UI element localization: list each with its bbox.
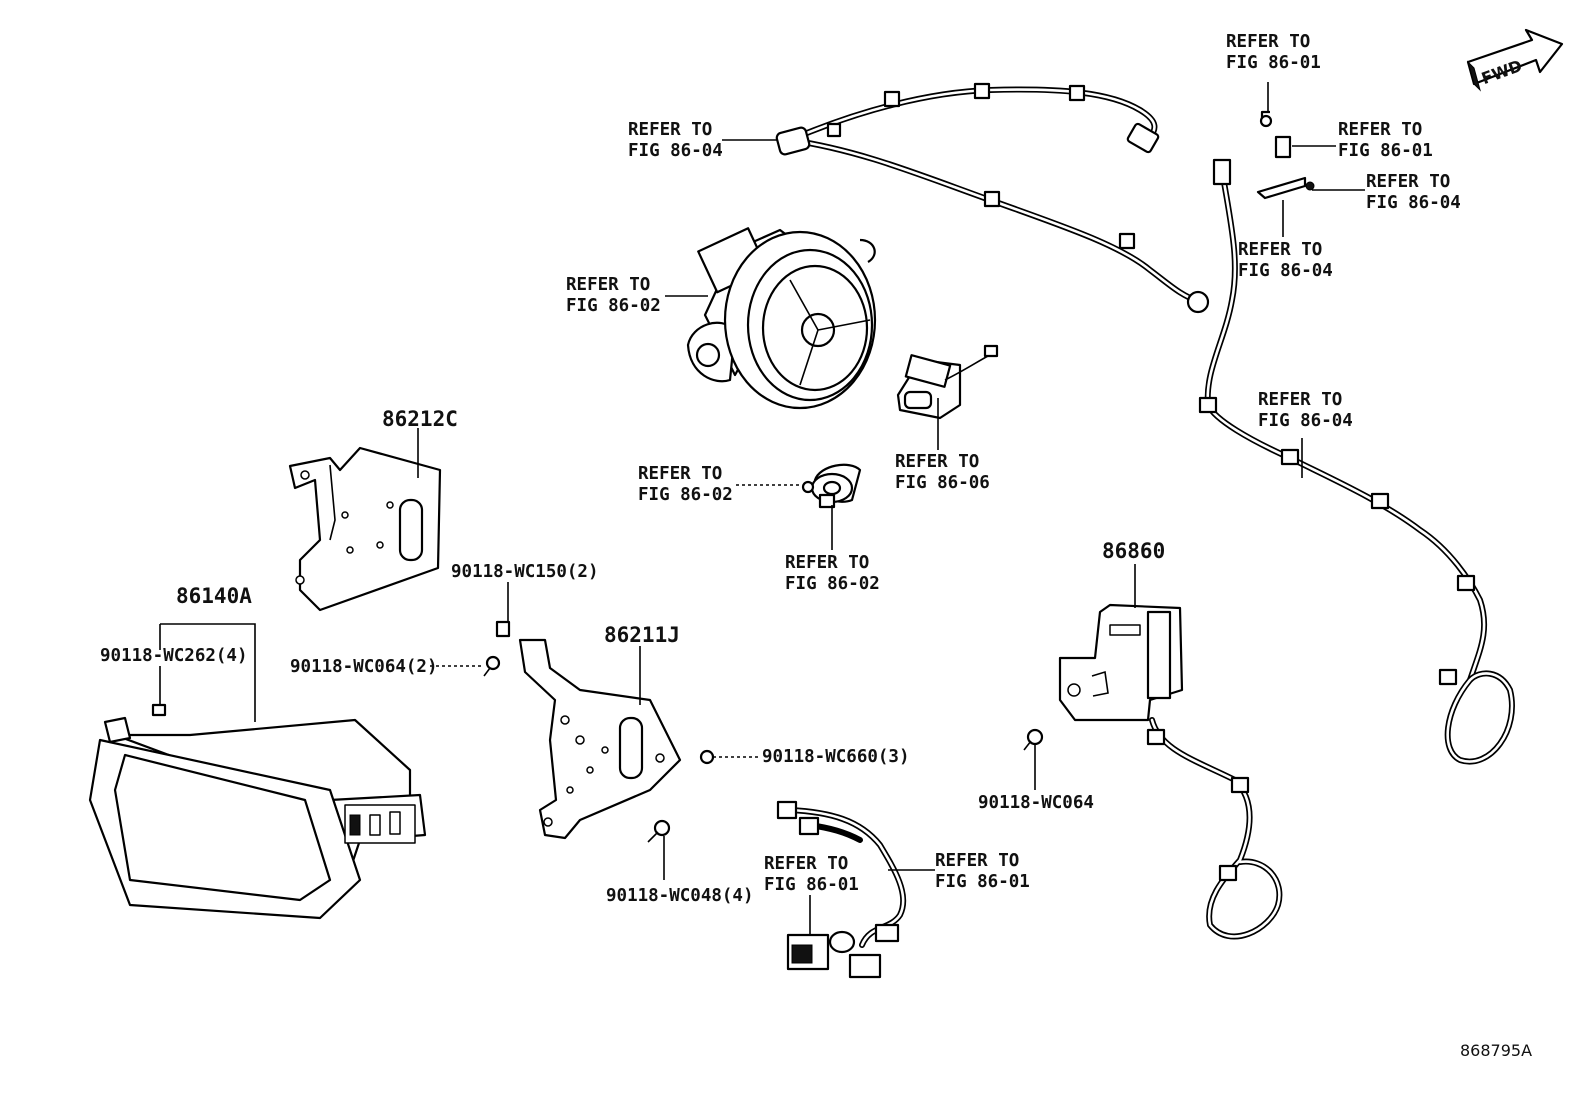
refer-right-harness: REFER TO FIG 86-04 [1258,390,1353,431]
clip-wc150 [495,620,511,638]
tweeter [801,463,862,509]
fasteners [151,620,1044,843]
fastener-label-wc064: 90118-WC064 [978,793,1094,813]
fig-ref-text: FIG 86-01 [1338,141,1433,161]
part-label-86212C: 86212C [382,407,458,431]
refer-tweeter-screw: REFER TO FIG 86-02 [638,464,733,505]
part-label-86860: 86860 [1102,539,1165,563]
refer-usb-right: REFER TO FIG 86-01 [935,851,1030,892]
leader-lines [159,82,1365,935]
display-unit-86140A [88,716,427,920]
camera-unit [896,344,999,420]
refer-speaker: REFER TO FIG 86-02 [566,275,661,316]
refer-to-text: REFER TO [785,553,869,573]
refer-to-text: REFER TO [935,851,1019,871]
right-wire-harness [1198,158,1515,765]
fastener-label-wc064-2: 90118-WC064(2) [290,657,438,677]
fig-ref-text: FIG 86-04 [1258,411,1353,431]
refer-camera: REFER TO FIG 86-06 [895,452,990,493]
refer-top-right-3: REFER TO FIG 86-04 [1366,172,1461,213]
refer-to-text: REFER TO [1338,120,1422,140]
fastener-label-wc048: 90118-WC048(4) [606,886,754,906]
lower-right-harness [1146,717,1283,940]
fig-ref-text: FIG 86-04 [1238,261,1333,281]
diagram-id: 868795A [1460,1041,1532,1060]
fastener-label-wc262: 90118-WC262(4) [100,646,248,666]
bracket-86211J [518,638,682,840]
refer-to-text: REFER TO [1226,32,1310,52]
clip-wc262 [151,703,167,717]
fig-ref-text: FIG 86-02 [566,296,661,316]
fig-ref-text: FIG 86-01 [764,875,859,895]
fig-ref-text: FIG 86-02 [638,485,733,505]
fig-ref-text: FIG 86-06 [895,473,990,493]
refer-to-text: REFER TO [764,854,848,874]
refer-top-right-1: REFER TO FIG 86-01 [1226,32,1321,73]
refer-to-text: REFER TO [1238,240,1322,260]
fastener-label-wc150: 90118-WC150(2) [451,562,599,582]
refer-tweeter: REFER TO FIG 86-02 [785,553,880,594]
bracket-86860 [1058,603,1184,722]
refer-to-text: REFER TO [1258,390,1342,410]
fig-ref-text: FIG 86-01 [935,872,1030,892]
part-label-86211J: 86211J [604,623,680,647]
top-right-clips [1256,110,1315,200]
refer-top-harness: REFER TO FIG 86-04 [628,120,723,161]
fig-ref-text: FIG 86-02 [785,574,880,594]
fig-ref-text: FIG 86-01 [1226,53,1321,73]
fwd-arrow-icon: FWD [1466,28,1564,92]
bracket-86212C [288,446,442,612]
refer-top-right-4: REFER TO FIG 86-04 [1238,240,1333,281]
refer-top-right-2: REFER TO FIG 86-01 [1338,120,1433,161]
upper-wire-harness [775,82,1210,314]
speaker [686,227,877,410]
fig-ref-text: FIG 86-04 [628,141,723,161]
refer-to-text: REFER TO [628,120,712,140]
refer-to-text: REFER TO [1366,172,1450,192]
screw-wc064 [1023,728,1044,751]
screw-wc064-2 [483,655,501,677]
screw-wc660 [699,749,715,765]
refer-to-text: REFER TO [566,275,650,295]
refer-usb-left: REFER TO FIG 86-01 [764,854,859,895]
screw-wc048 [647,819,671,843]
part-label-86140A: 86140A [176,584,252,608]
refer-to-text: REFER TO [638,464,722,484]
fastener-label-wc660: 90118-WC660(3) [762,747,910,767]
refer-to-text: REFER TO [895,452,979,472]
fig-ref-text: FIG 86-04 [1366,193,1461,213]
